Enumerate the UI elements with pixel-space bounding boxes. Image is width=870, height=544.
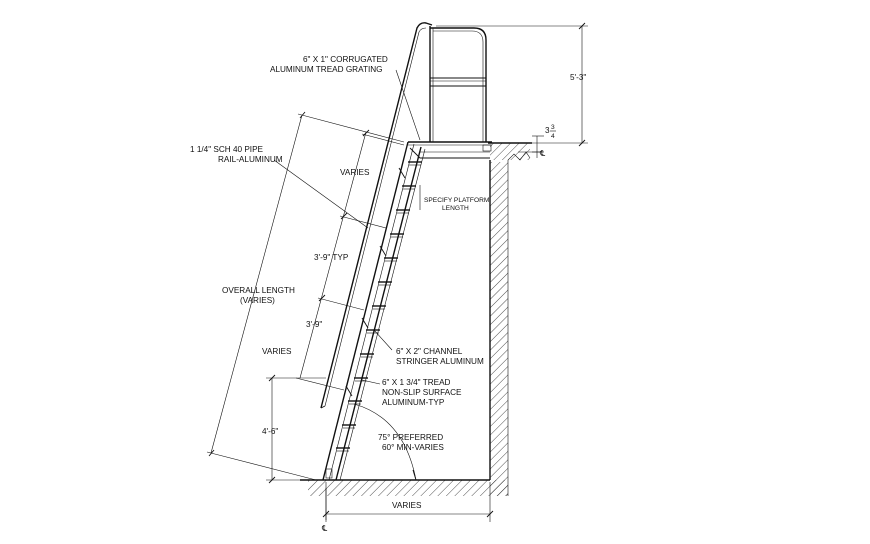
leader-stringer bbox=[373, 329, 393, 351]
treads bbox=[336, 161, 422, 452]
spacing-ext bbox=[339, 215, 387, 229]
rail-height-tick bbox=[578, 139, 586, 147]
overall-length-dimension bbox=[206, 111, 405, 481]
tread bbox=[360, 353, 374, 358]
stringer-back-inner bbox=[339, 148, 426, 481]
rail-support bbox=[361, 317, 369, 329]
leader-tread-grating bbox=[395, 69, 421, 141]
stringer-front-inner bbox=[328, 143, 415, 481]
spacing-ext bbox=[317, 297, 365, 311]
offset-fraction-denominator: 4 bbox=[551, 133, 555, 140]
tread-label-line3: ALUMINUM-TYP bbox=[382, 398, 445, 407]
handrail-inner bbox=[324, 27, 427, 407]
horizontal-varies-label: VARIES bbox=[392, 501, 422, 510]
tread bbox=[354, 377, 368, 382]
ground-structure bbox=[300, 142, 532, 496]
stringer-label-line1: 6" X 2" CHANNEL bbox=[396, 347, 463, 356]
rail-support bbox=[398, 167, 406, 179]
tread bbox=[384, 257, 398, 262]
base-height-label: 4'-6" bbox=[262, 427, 278, 436]
spacing-dim-line bbox=[299, 131, 367, 379]
platform-length-label-line1: SPECIFY PLATFORM bbox=[424, 197, 489, 204]
spacing-tick bbox=[318, 294, 326, 302]
typ-spacing-label: 3'-9" TYP bbox=[314, 253, 349, 262]
rail-support bbox=[345, 385, 353, 397]
slab-hatch bbox=[490, 143, 530, 160]
handrail-supports bbox=[345, 167, 406, 397]
stringer-label-line2: STRINGER ALUMINUM bbox=[396, 357, 484, 366]
overall-ext-bottom bbox=[206, 451, 317, 481]
spacing-ext bbox=[361, 133, 405, 146]
handrail bbox=[320, 22, 433, 409]
tread-label-line1: 6" X 1 3/4" TREAD bbox=[382, 378, 451, 387]
rail-top-bend-inner bbox=[433, 30, 484, 142]
tread bbox=[396, 209, 410, 214]
base-height-dimension bbox=[266, 374, 326, 484]
spacing-label: 3'-9" bbox=[306, 320, 322, 329]
rail-support bbox=[379, 245, 387, 257]
overall-ext-top bbox=[297, 113, 405, 143]
overall-tick bbox=[208, 449, 215, 457]
rail-height-dimension bbox=[436, 22, 588, 147]
rail-top-bend bbox=[430, 27, 487, 142]
rail-height-tick bbox=[578, 22, 586, 30]
handrail-end bbox=[320, 405, 326, 409]
leader-tread bbox=[361, 379, 381, 385]
tread bbox=[342, 424, 356, 429]
rail-height-label: 5'-3" bbox=[570, 73, 586, 82]
spacing-tick bbox=[340, 212, 348, 220]
tread-grating-label-line1: 6" X 1" CORRUGATED bbox=[303, 55, 388, 64]
slab-break bbox=[507, 151, 531, 161]
varies-mid-label: VARIES bbox=[262, 347, 292, 356]
centerline-top-symbol: ℄ bbox=[539, 149, 546, 158]
wall-hatch bbox=[490, 162, 508, 496]
base-tick bbox=[268, 374, 276, 382]
varies-top-label: VARIES bbox=[340, 168, 370, 177]
stringer-foot bbox=[325, 468, 333, 479]
leader-lines bbox=[273, 69, 421, 385]
stringers bbox=[322, 141, 426, 481]
platform-bracket bbox=[482, 144, 492, 152]
stringer-front bbox=[322, 141, 409, 481]
platform-length-label-line2: LENGTH bbox=[442, 205, 469, 212]
overall-tick bbox=[299, 111, 306, 119]
tread bbox=[336, 447, 350, 452]
tread-grating-label-line2: ALUMINUM TREAD GRATING bbox=[270, 65, 383, 74]
overall-dim-line bbox=[210, 114, 303, 454]
spacing-ext bbox=[295, 377, 345, 391]
angle-arc bbox=[353, 403, 417, 481]
angle-label-line1: 75° PREFERRED bbox=[378, 433, 443, 442]
pipe-rail-label-line2: RAIL-ALUMINUM bbox=[218, 155, 283, 164]
platform bbox=[408, 141, 492, 159]
handrail-outer bbox=[320, 22, 433, 409]
leader-pipe-rail bbox=[273, 159, 369, 229]
offset-whole-number: 3 bbox=[545, 126, 550, 135]
tread bbox=[402, 185, 416, 190]
offset-fraction-numerator: 3 bbox=[551, 124, 555, 131]
ground-hatch bbox=[308, 480, 508, 496]
angle-arrow bbox=[412, 469, 417, 481]
tread bbox=[408, 161, 422, 166]
platform-guard-rail bbox=[429, 26, 487, 142]
pipe-rail-label-line1: 1 1/4" SCH 40 PIPE bbox=[190, 145, 264, 154]
centerline-bottom-symbol: ℄ bbox=[321, 524, 328, 533]
base-tick bbox=[268, 476, 276, 484]
spacing-tick bbox=[362, 129, 370, 137]
tread bbox=[390, 233, 404, 238]
rail-spacing-dimension bbox=[295, 129, 405, 391]
horizontal-tick bbox=[486, 510, 494, 518]
angle-label-line2: 60° MIN-VARIES bbox=[382, 443, 444, 452]
overall-length-label-line2: (VARIES) bbox=[240, 296, 275, 305]
overall-length-label-line1: OVERALL LENGTH bbox=[222, 286, 295, 295]
tread bbox=[372, 305, 386, 310]
tread bbox=[378, 281, 392, 286]
platform-underside bbox=[409, 147, 490, 159]
tread-label-line2: NON-SLIP SURFACE bbox=[382, 388, 462, 397]
